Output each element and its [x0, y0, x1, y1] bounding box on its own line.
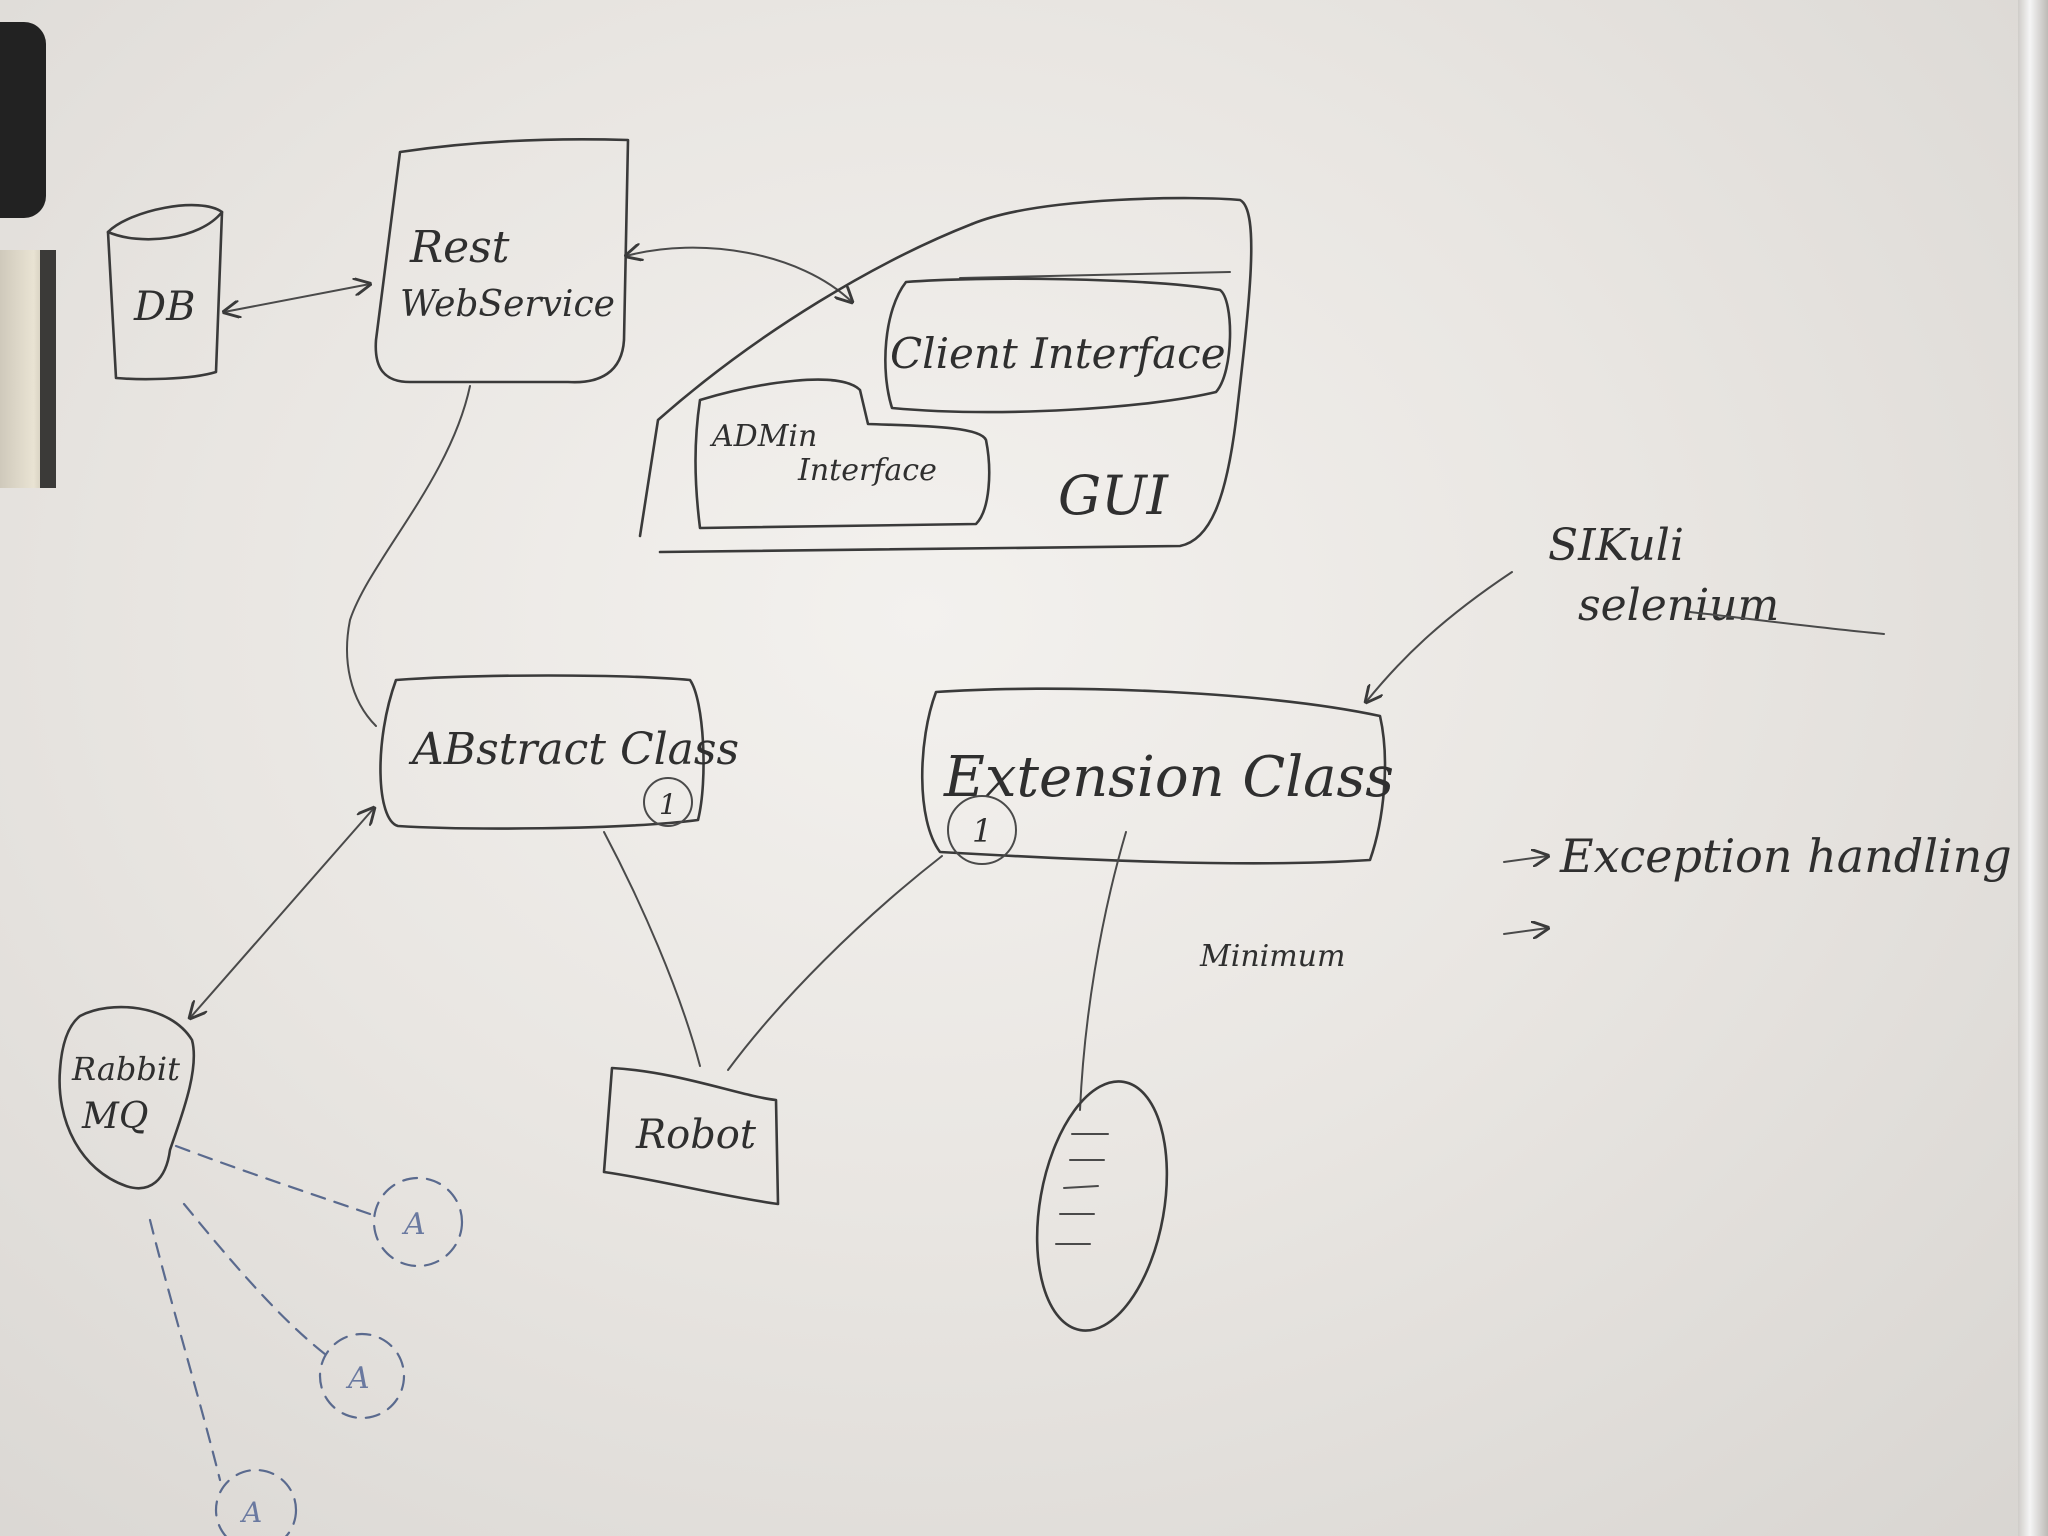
selenium-note: selenium — [1578, 580, 1779, 631]
minimum-note: Minimum — [1199, 939, 1345, 974]
robot-label: Robot — [635, 1112, 757, 1158]
extension-list-connector — [1079, 831, 1127, 1111]
admin-interface-label-line1: ADMin — [709, 419, 817, 454]
agents-sketch: A A A — [148, 1144, 464, 1536]
db-label: DB — [133, 284, 195, 330]
rabbitmq-node: Rabbit MQ — [58, 1005, 196, 1190]
empty-bullet-arrow — [1503, 928, 1548, 934]
agent-label-1: A — [401, 1207, 426, 1242]
db-rest-arrow — [224, 284, 370, 312]
rest-abstract-connector — [346, 385, 471, 727]
rest-label-line2: WebService — [400, 284, 615, 325]
extension-class-label: Extension Class — [943, 745, 1394, 810]
admin-interface-label-line2: Interface — [797, 453, 937, 488]
rest-label-line1: Rest — [409, 222, 510, 273]
selenium-underline-stroke — [1689, 611, 1885, 635]
abstract-class-node: ABstract Class 1 — [379, 674, 739, 830]
extension-class-node: Extension Class 1 — [920, 687, 1394, 865]
extension-class-badge: 1 — [972, 812, 992, 850]
extension-robot-connector — [727, 855, 943, 1071]
rest-gui-arrow — [626, 248, 852, 302]
client-interface-label: Client Interface — [890, 329, 1226, 378]
abstract-class-label: ABstract Class — [408, 724, 739, 775]
exception-arrow — [1503, 856, 1548, 862]
extension-class-badge-circle — [947, 795, 1017, 865]
admin-interface-node: ADMin Interface — [694, 378, 991, 530]
agent-label-3: A — [239, 1496, 262, 1529]
abstract-class-badge: 1 — [659, 788, 677, 821]
sikuli-extension-arrow — [1366, 571, 1513, 702]
implementations-list — [1035, 1080, 1169, 1332]
whiteboard-frame — [2018, 0, 2048, 1536]
eraser-felt — [40, 250, 56, 488]
db-node: DB — [106, 203, 224, 381]
sikuli-note: SIKuli — [1548, 520, 1684, 571]
rest-webservice-node: Rest WebService — [374, 138, 630, 384]
exception-handling-note: Exception handling — [1559, 829, 2012, 883]
abstract-class-badge-circle — [643, 777, 693, 827]
rabbitmq-label-line2: MQ — [81, 1096, 148, 1137]
abstract-rabbitmq-arrow — [190, 808, 374, 1018]
gui-container: GUI — [638, 196, 1253, 554]
rabbitmq-label-line1: Rabbit — [71, 1050, 180, 1088]
agent-label-2: A — [345, 1361, 370, 1396]
client-interface-node: Client Interface — [884, 277, 1232, 414]
gui-label: GUI — [1058, 464, 1170, 527]
abstract-robot-connector — [603, 831, 701, 1067]
magnet-holder — [0, 22, 46, 218]
robot-node: Robot — [602, 1066, 780, 1206]
